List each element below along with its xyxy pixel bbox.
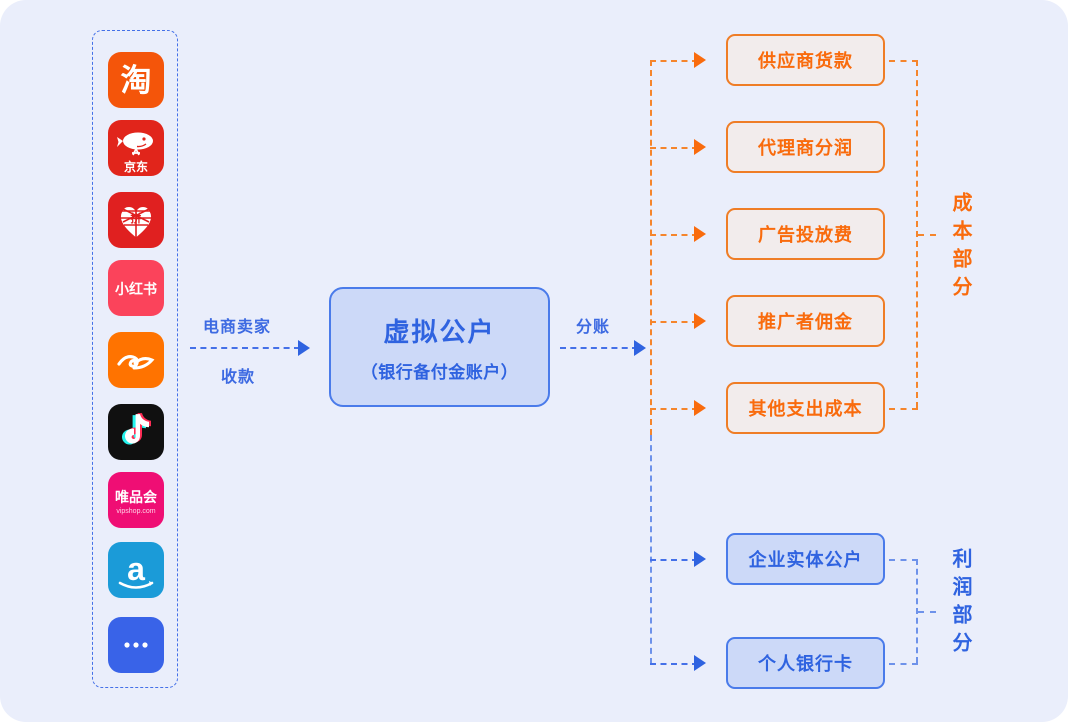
profit-box-personal-card[interactable]: 个人银行卡 <box>726 637 885 689</box>
profit-box-corporate-account[interactable]: 企业实体公户 <box>726 533 885 585</box>
platform-logo-douyin[interactable] <box>108 404 164 460</box>
profit-connector-2 <box>650 663 698 665</box>
cost-bracket-top <box>889 60 918 62</box>
cost-arrow-2 <box>694 139 706 155</box>
platform-logo-pinduoduo[interactable]: 拼 <box>108 192 164 248</box>
cost-arrow-1 <box>694 52 706 68</box>
profit-arrow-1 <box>694 551 706 567</box>
cost-bracket-vertical <box>916 60 918 408</box>
cost-box-supplier-payment[interactable]: 供应商货款 <box>726 34 885 86</box>
profit-bracket-stub <box>918 611 936 613</box>
inbound-arrow-head <box>298 340 310 356</box>
cost-bracket-stub <box>918 234 936 236</box>
svg-text:淘: 淘 <box>121 63 152 98</box>
cost-arrow-3 <box>694 226 706 242</box>
platform-logo-xiaohongshu[interactable]: 小红书 <box>108 260 164 316</box>
profit-branch-spine <box>650 435 652 664</box>
cost-box-other-expenses[interactable]: 其他支出成本 <box>726 382 885 434</box>
svg-text:小红书: 小红书 <box>115 281 157 297</box>
svg-text:唯品会: 唯品会 <box>115 489 158 505</box>
center-box-title: 虚拟公户 <box>383 316 496 347</box>
inbound-flow-label-top: 电商卖家 <box>203 319 272 336</box>
inbound-flow-label-bottom: 收款 <box>221 369 256 386</box>
platform-logo-alibaba[interactable] <box>108 332 164 388</box>
cost-box-promoter-fee[interactable]: 推广者佣金 <box>726 295 885 347</box>
platform-logo-amazon[interactable]: a <box>108 542 164 598</box>
cost-connector-4 <box>650 321 698 323</box>
profit-group-label: 利润部分 <box>949 548 971 660</box>
svg-text:vipshop.com: vipshop.com <box>116 508 155 515</box>
profit-connector-1 <box>650 559 698 561</box>
virtual-corporate-account-box[interactable]: 虚拟公户 （银行备付金账户） <box>329 287 550 407</box>
svg-text:拼: 拼 <box>131 211 142 225</box>
cost-connector-5 <box>650 408 698 410</box>
cost-box-ad-spend[interactable]: 广告投放费 <box>726 208 885 260</box>
svg-text:a: a <box>127 551 145 587</box>
cost-box-agent-commission[interactable]: 代理商分润 <box>726 121 885 173</box>
outbound-arrow-head <box>634 340 646 356</box>
platform-logo-column <box>92 30 178 688</box>
cost-arrow-5 <box>694 400 706 416</box>
profit-bracket-bottom <box>889 663 918 665</box>
cost-connector-1 <box>650 60 698 62</box>
cost-arrow-4 <box>694 313 706 329</box>
center-box-subtitle: （银行备付金账户） <box>360 362 519 382</box>
cost-connector-2 <box>650 147 698 149</box>
svg-text:京东: 京东 <box>124 159 148 174</box>
cost-bracket-bottom <box>889 408 918 410</box>
inbound-arrow-line <box>190 347 300 349</box>
profit-arrow-2 <box>694 655 706 671</box>
platform-logo-taobao[interactable]: 淘 <box>108 52 164 108</box>
cost-branch-spine <box>650 60 652 435</box>
platform-logo-vipshop[interactable]: 唯品会 vipshop.com <box>108 472 164 528</box>
outbound-flow-label: 分账 <box>576 319 611 336</box>
profit-bracket-vertical <box>916 559 918 663</box>
cost-connector-3 <box>650 234 698 236</box>
platform-logo-more[interactable] <box>108 617 164 673</box>
outbound-arrow-line <box>560 347 638 349</box>
cost-group-label: 成本部分 <box>949 192 971 304</box>
profit-bracket-top <box>889 559 918 561</box>
platform-logo-jd[interactable]: 京东 <box>108 120 164 176</box>
